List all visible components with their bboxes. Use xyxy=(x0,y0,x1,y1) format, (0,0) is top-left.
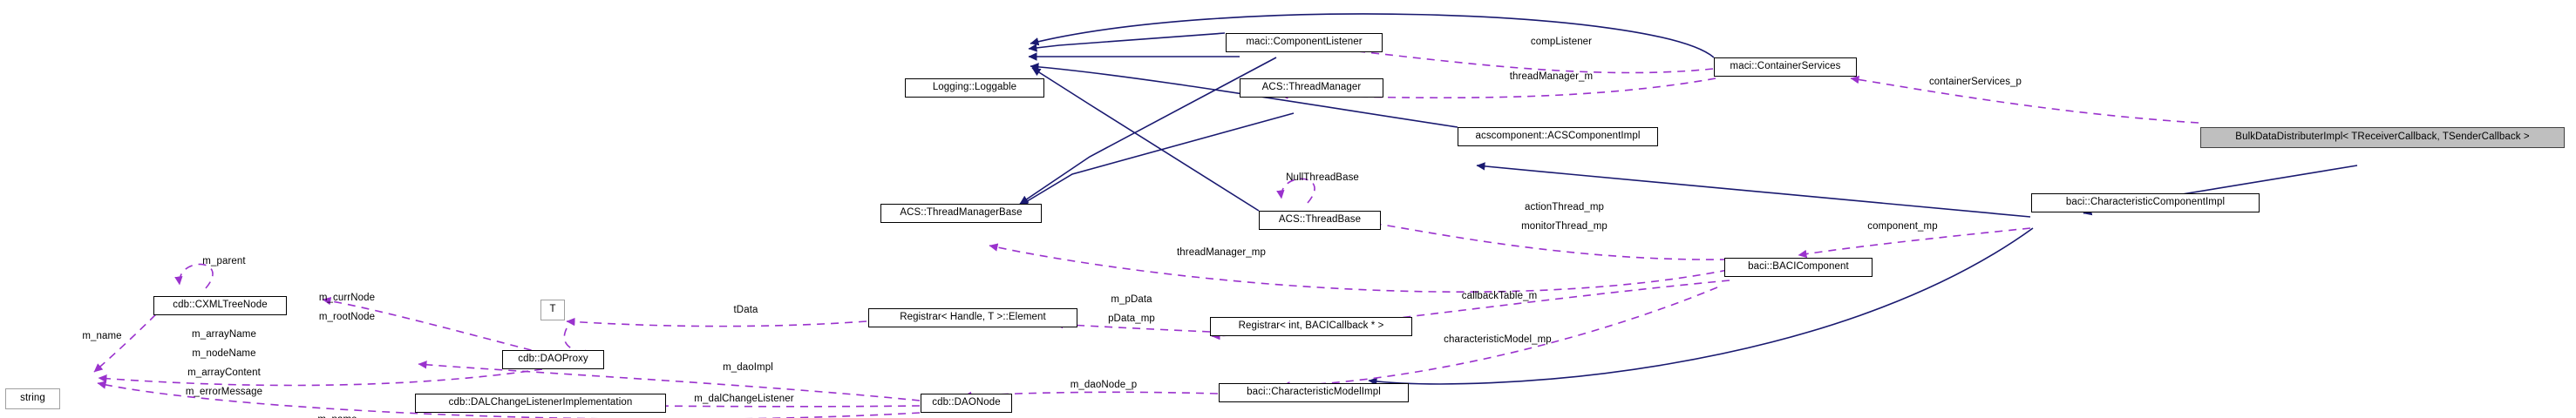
edge-label-text: m_errorMessage xyxy=(185,387,263,397)
edge-label-complistener: compListener xyxy=(1513,37,1609,49)
edge-label-text: actionThread_mp xyxy=(1525,202,1604,212)
node-label: maci::ComponentListener xyxy=(1246,37,1363,48)
node-baci-bacicomponent[interactable]: baci::BACIComponent xyxy=(1724,258,1873,277)
node-registrar-handle-t-element[interactable]: Registrar< Handle, T >::Element xyxy=(868,308,1077,327)
edge-label-actionthread-mp: actionThread_mp xyxy=(1501,202,1628,214)
edge-label-text: callbackTable_m xyxy=(1461,291,1538,301)
node-label: Registrar< int, BACICallback * > xyxy=(1238,320,1384,332)
edge-label-text: m_name xyxy=(317,415,357,418)
node-label: baci::CharacteristicModelImpl xyxy=(1247,387,1381,398)
node-label: BulkDataDistributerImpl< TReceiverCallba… xyxy=(2235,131,2530,143)
node-cdb-daonode[interactable]: cdb::DAONode xyxy=(921,394,1012,413)
node-registrar-int-bacicallback[interactable]: Registrar< int, BACICallback * > xyxy=(1210,317,1412,336)
edge-label-text: compListener xyxy=(1530,37,1593,47)
edge-label-m-currnode: m_currNode xyxy=(303,293,391,305)
edge-label-m-rootnode: m_rootNode xyxy=(303,312,391,324)
node-label: Registrar< Handle, T >::Element xyxy=(900,312,1046,323)
node-label: ACS::ThreadManagerBase xyxy=(900,207,1023,219)
edge-label-m-daonode-p: m_daoNode_p xyxy=(1055,380,1152,392)
edge-label-m-arrayname: m_arrayName xyxy=(173,329,275,341)
node-label: cdb::DALChangeListenerImplementation xyxy=(448,397,633,408)
node-baci-characteristiccomponentimpl[interactable]: baci::CharacteristicComponentImpl xyxy=(2031,193,2260,212)
node-label: T xyxy=(549,304,556,315)
node-template-parameter-t[interactable]: T xyxy=(540,300,565,320)
edge-label-text: NullThreadBase xyxy=(1286,172,1359,183)
node-string[interactable]: string xyxy=(5,388,60,409)
node-logging-loggable[interactable]: Logging::Loggable xyxy=(905,78,1044,98)
edge-label-containerservices-p: containerServices_p xyxy=(1906,77,2045,89)
edge-label-text: component_mp xyxy=(1867,221,1938,232)
edge-label-pdata-mp: pData_mp xyxy=(1097,314,1166,326)
edge-label-text: m_rootNode xyxy=(318,312,376,322)
edge-label-text: m_arrayContent xyxy=(187,367,261,378)
edge-label-threadmanager-mp: threadManager_mp xyxy=(1156,247,1287,260)
edge-label-characteristicmodel-mp: characteristicModel_mp xyxy=(1419,334,1576,347)
edge-label-text: monitorThread_mp xyxy=(1521,221,1607,232)
edge-label-m-daoimpl: m_daoImpl xyxy=(708,362,788,374)
edge-label-threadmanager-m: threadManager_m xyxy=(1492,71,1610,84)
edge-label-text: m_currNode xyxy=(318,293,376,303)
node-label: baci::CharacteristicComponentImpl xyxy=(2065,197,2226,208)
node-cdb-daoproxy[interactable]: cdb::DAOProxy xyxy=(502,350,604,369)
edge-label-text: m_daoNode_p xyxy=(1070,380,1138,390)
node-label: cdb::DAOProxy xyxy=(518,354,588,365)
edge-label-m-dalchangelistener: m_dalChangeListener xyxy=(676,394,812,406)
edge-label-nullthreadbase: NullThreadBase xyxy=(1266,172,1379,185)
edge-label-monitorthread-mp: monitorThread_mp xyxy=(1501,221,1628,233)
edge-label-text: m_arrayName xyxy=(192,329,256,340)
edge-label-text: containerServices_p xyxy=(1928,77,2022,87)
edge-label-m-parent: m_parent xyxy=(185,256,263,268)
edge-label-text: m_parent xyxy=(202,256,246,266)
edge-label-text: m_daoImpl xyxy=(723,362,773,373)
node-label: string xyxy=(20,393,45,404)
edge-label-m-nodename: m_nodeName xyxy=(173,348,275,361)
edge-label-component-mp: component_mp xyxy=(1848,221,1957,233)
node-bulkdatadistributerimpl[interactable]: BulkDataDistributerImpl< TReceiverCallba… xyxy=(2200,127,2565,148)
node-cdb-cxmltreenode[interactable]: cdb::CXMLTreeNode xyxy=(153,296,287,315)
node-label: ACS::ThreadManager xyxy=(1261,82,1362,93)
node-label: Logging::Loggable xyxy=(932,82,1017,93)
edge-label-m-name-top: m_name xyxy=(71,331,133,343)
node-acscomponent-acscomponentimpl[interactable]: acscomponent::ACSComponentImpl xyxy=(1458,127,1658,146)
edge-label-callbacktable-m: callbackTable_m xyxy=(1438,291,1560,303)
node-acs-threadmanager[interactable]: ACS::ThreadManager xyxy=(1240,78,1383,98)
edge-label-text: characteristicModel_mp xyxy=(1444,334,1552,345)
node-acs-threadmanagerbase[interactable]: ACS::ThreadManagerBase xyxy=(880,204,1042,223)
edge-label-text: tData xyxy=(733,305,758,315)
node-label: acscomponent::ACSComponentImpl xyxy=(1475,131,1641,142)
node-maci-containerservices[interactable]: maci::ContainerServices xyxy=(1714,57,1857,77)
edge-label-text: pData_mp xyxy=(1108,314,1155,324)
node-label: maci::ContainerServices xyxy=(1730,61,1841,72)
edge-label-text: m_nodeName xyxy=(192,348,256,359)
edge-label-text: m_dalChangeListener xyxy=(694,394,794,404)
node-label: baci::BACIComponent xyxy=(1748,261,1849,273)
node-acs-threadbase[interactable]: ACS::ThreadBase xyxy=(1259,211,1381,230)
edge-label-text: m_pData xyxy=(1111,294,1152,305)
edge-label-text: threadManager_m xyxy=(1509,71,1594,82)
node-cdb-dalchangelistenerimplementation[interactable]: cdb::DALChangeListenerImplementation xyxy=(415,394,666,413)
node-label: cdb::DAONode xyxy=(932,397,1001,408)
edge-label-text: m_name xyxy=(82,331,122,341)
edge-label-text: threadManager_mp xyxy=(1177,247,1266,258)
node-baci-characteristicmodelimpl[interactable]: baci::CharacteristicModelImpl xyxy=(1219,383,1409,402)
edge-label-m-name-bottom: m_name xyxy=(307,415,368,418)
node-label: cdb::CXMLTreeNode xyxy=(173,300,268,311)
edge-label-m-arraycontent: m_arrayContent xyxy=(173,367,275,380)
node-label: ACS::ThreadBase xyxy=(1278,214,1362,226)
node-maci-componentlistener[interactable]: maci::ComponentListener xyxy=(1226,33,1383,52)
edge-label-m-errormessage: m_errorMessage xyxy=(173,387,275,399)
edge-label-m-pdata: m_pData xyxy=(1097,294,1166,307)
edge-label-tdata: tData xyxy=(722,305,770,317)
